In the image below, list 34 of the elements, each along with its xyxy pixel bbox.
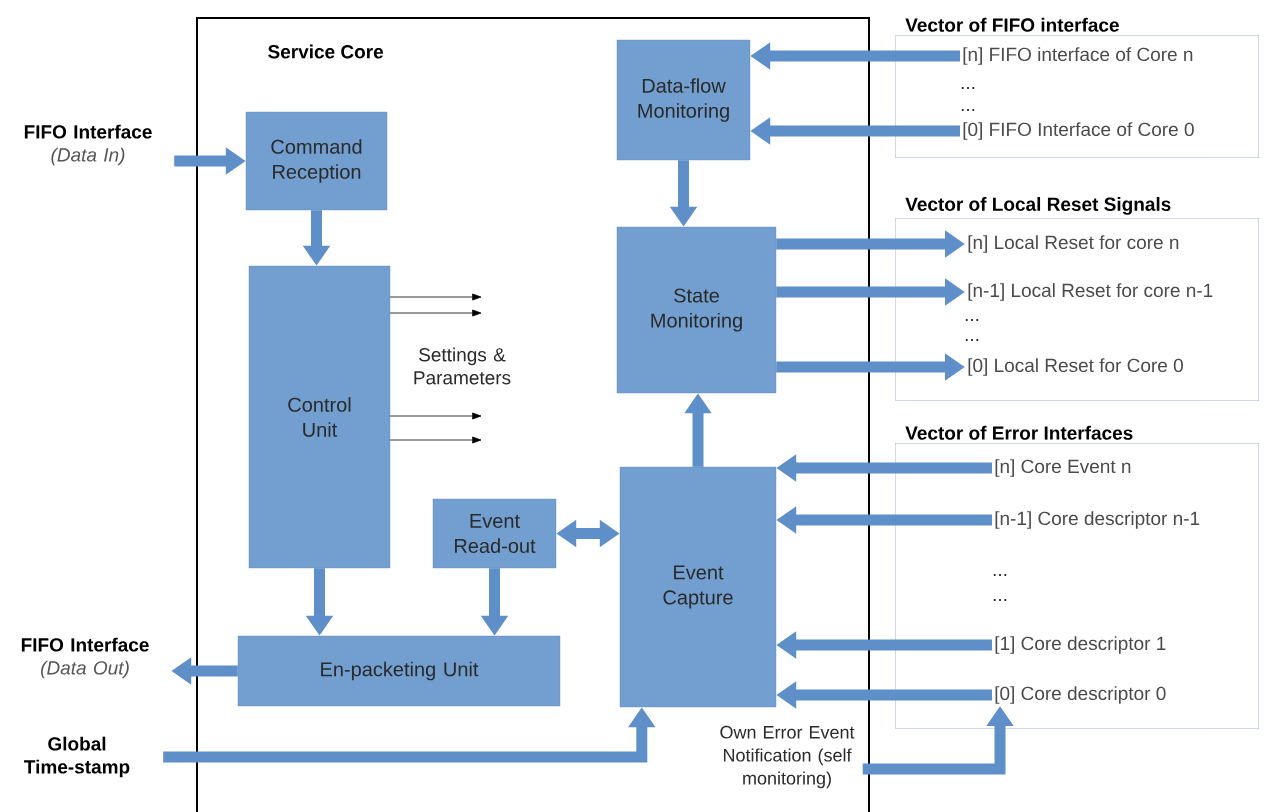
note-text: Own Error Event Notification (self monitoring)	[720, 725, 855, 789]
block-box: State Monitoring	[616, 226, 777, 394]
text-label: ...	[965, 319, 979, 321]
text-label: ...	[961, 109, 975, 111]
block-box: Event Capture	[619, 466, 777, 708]
node-label: Vector of FIFO interface	[905, 17, 1119, 32]
arrow	[389, 436, 482, 444]
signal-label: [1] Core descriptor 1	[995, 636, 1166, 654]
signal-label: [n] FIFO interface of Core n	[963, 47, 1193, 65]
node-label: Vector of Error Interfaces	[905, 425, 1133, 440]
block-box: Control Unit	[248, 265, 391, 569]
text-label: ...	[965, 339, 979, 341]
port-label: FIFO Interface (Data In)	[24, 124, 152, 166]
signal-label: [n] Local Reset for core n	[968, 235, 1179, 253]
signal-label: [0] Local Reset for Core 0	[968, 358, 1183, 376]
block-box: Event Read-out	[432, 498, 557, 569]
port-label: Global Time-stamp	[24, 736, 130, 778]
signal-label: [n] Core Event n	[995, 459, 1131, 477]
arrow	[389, 293, 482, 301]
signal-label: [0] FIFO Interface of Core 0	[963, 122, 1194, 140]
signal-label: [n-1] Core descriptor n-1	[995, 511, 1200, 529]
block-box: Command Reception	[245, 111, 388, 211]
text-label: ...	[961, 87, 975, 89]
arrow	[389, 412, 482, 420]
text-label: ...	[993, 599, 1007, 601]
block-box: En-packeting Unit	[237, 635, 561, 707]
signal-label: [0] Core descriptor 0	[995, 686, 1166, 704]
block-box: Data-flow Monitoring	[616, 39, 751, 161]
signal-label: [n-1] Local Reset for core n-1	[968, 283, 1213, 301]
node-label: Vector of Local Reset Signals	[905, 197, 1171, 215]
port-label: FIFO Interface (Data Out)	[21, 637, 149, 679]
text-label: ...	[993, 574, 1007, 576]
arrow	[389, 309, 482, 317]
text-label: Settings & Parameters	[414, 347, 511, 385]
